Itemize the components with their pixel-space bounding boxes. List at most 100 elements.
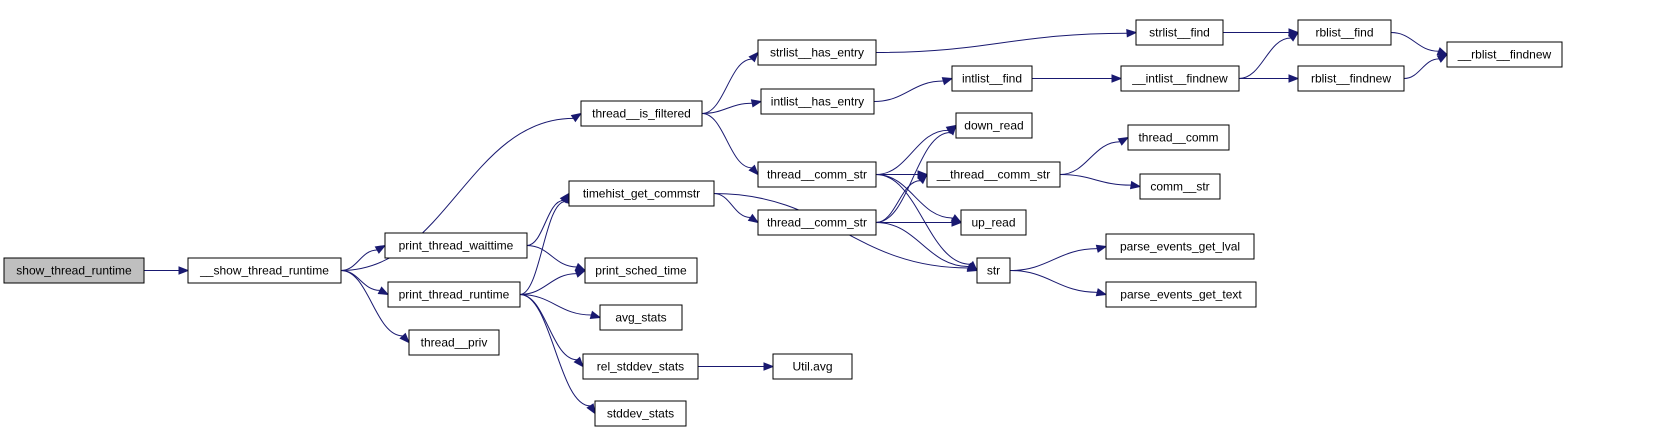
edge-thread-comm-str-to-thread-comm [1059,136,1130,175]
edge-thread-is-filtered-to-strlist-has-entry [701,51,759,114]
arrowhead-icon [574,262,587,272]
node-show-thread-runtime[interactable]: __show_thread_runtime [187,257,342,284]
edge-print-thread-waittime-to-timehist-get-commstr [526,192,570,246]
node-label: timehist_get_commstr [583,187,700,201]
node-rel-stddev-stats[interactable]: rel_stddev_stats [582,353,699,380]
node-strlist-find[interactable]: strlist__find [1135,19,1224,46]
node-box [1127,124,1230,151]
node-thread-comm-str[interactable]: thread__comm_str [757,209,877,236]
edge-line [701,113,752,169]
node-label: thread__is_filtered [592,107,691,121]
node-label: intlist__has_entry [771,95,864,109]
node-comm-str[interactable]: comm__str [1139,173,1221,200]
node-label: comm__str [1150,180,1209,194]
edge-line [875,129,949,175]
edge-intlist-has-entry-to-intlist-find [873,77,954,102]
edge-line [340,270,403,337]
node-str[interactable]: str [976,257,1011,284]
arrowhead-icon [1095,244,1108,253]
node-box [582,353,699,380]
node-box [1120,65,1240,92]
node-up-read[interactable]: up_read [960,209,1027,236]
node-intlist-has-entry[interactable]: intlist__has_entry [760,88,875,115]
node-label: __thread__comm_str [936,168,1050,182]
node-label: parse_events_get_text [1120,288,1242,302]
arrowhead-icon [374,244,387,254]
edge-show-thread-runtime-to-print-thread-runtime [340,270,390,296]
node-label: thread__comm [1138,131,1218,145]
arrowhead-icon [747,213,760,224]
node-timehist-get-commstr[interactable]: timehist_get_commstr [568,180,715,207]
edge-line [519,294,591,407]
edge-line [519,294,578,361]
edge-line [875,131,951,223]
node-label: show_thread_runtime [16,264,132,278]
edge-strlist-find-to-rblist-find [1223,28,1300,37]
edge-print-thread-runtime-to-stddev-stats [519,294,596,415]
arrowhead-icon [750,99,763,108]
node-box [384,232,528,259]
node-thread-comm-str[interactable]: thread__comm_str [757,161,877,188]
node-box [1105,233,1255,260]
node-box [1135,19,1224,46]
node-strlist-has-entry[interactable]: strlist__has_entry [757,39,877,66]
node-rblist-find[interactable]: rblist__find [1297,19,1392,46]
edge-thread-comm-str-a-to-thread-comm-str [876,170,929,179]
node-box [1139,173,1221,200]
node-label: up_read [971,216,1015,230]
node-stddev-stats[interactable]: stddev_stats [594,400,687,427]
arrowhead-icon [586,403,596,415]
node-down-read[interactable]: down_read [955,112,1033,139]
node-box [599,304,683,331]
node-label: rblist__findnew [1311,72,1391,86]
node-box [3,257,145,284]
node-print-thread-runtime[interactable]: print_thread_runtime [387,281,521,308]
node-rblist-findnew[interactable]: __rblist__findnew [1446,41,1563,68]
node-intlist-findnew[interactable]: __intlist__findnew [1120,65,1240,92]
node-label: Util.avg [792,360,832,374]
node-thread-comm[interactable]: thread__comm [1127,124,1230,151]
arrowhead-icon [966,262,979,272]
edge-show-thread-runtime-to-thread-priv [340,270,410,344]
edge-line [1059,141,1121,175]
node-parse-events-get-text[interactable]: parse_events_get_text [1105,281,1257,308]
node-box [955,112,1033,139]
edge-line [526,200,564,246]
edge-line [519,294,592,316]
arrowhead-icon [1287,31,1300,42]
arrowhead-icon [1436,53,1449,63]
node-box [1446,41,1563,68]
edge-rblist-find-to-rblist-findnew [1390,32,1449,56]
node-thread-comm-str[interactable]: __thread__comm_str [926,161,1061,188]
edge-show-thread-runtime-to-print-thread-waittime [340,244,387,271]
node-avg-stats[interactable]: avg_stats [599,304,683,331]
edge-print-thread-runtime-to-print-sched-time [519,269,587,295]
node-util-avg[interactable]: Util.avg [772,353,853,380]
edge-show-thread-runtime-to-thread-is-filtered [340,112,583,271]
node-show-thread-runtime[interactable]: show_thread_runtime [3,257,145,284]
edge-timehist-get-commstr-to-thread-comm-str-b [713,193,760,224]
edge-str-to-parse-events-get-lval [1009,244,1108,271]
node-print-sched-time[interactable]: print_sched_time [584,257,698,284]
node-intlist-find[interactable]: intlist__find [951,65,1033,92]
node-box [772,353,853,380]
edge-line [875,174,971,265]
node-parse-events-get-lval[interactable]: parse_events_get_lval [1105,233,1255,260]
node-label: print_sched_time [595,264,687,278]
node-thread-is-filtered[interactable]: thread__is_filtered [580,100,703,127]
node-box [568,180,715,207]
node-rblist-findnew[interactable]: rblist__findnew [1297,65,1405,92]
node-label: down_read [964,119,1023,133]
node-thread-priv[interactable]: thread__priv [408,329,500,356]
edge-intlist-find-to-intlist-findnew [1032,74,1123,83]
arrowhead-icon [574,269,587,278]
arrowhead-icon [570,112,583,123]
edge-print-thread-runtime-to-avg-stats [519,294,602,319]
arrowhead-icon [1436,47,1449,56]
node-print-thread-waittime[interactable]: print_thread_waittime [384,232,528,259]
arrowhead-icon [1095,288,1108,297]
node-label: thread__priv [421,336,488,350]
arrowhead-icon [1117,136,1130,146]
edge-thread-is-filtered-to-intlist-has-entry [701,99,763,114]
node-label: thread__comm_str [767,168,867,182]
